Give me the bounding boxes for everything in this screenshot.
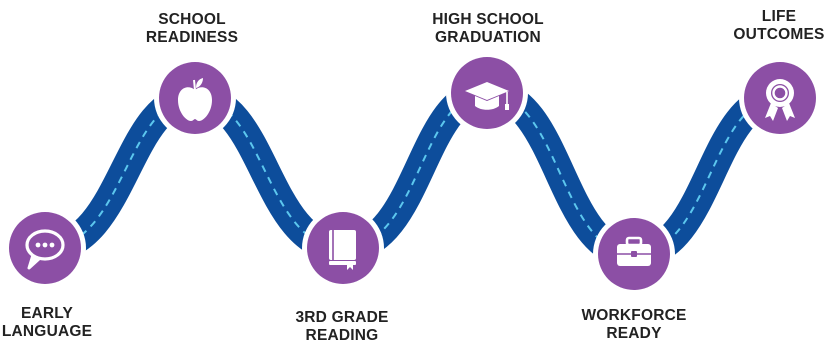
road-band <box>43 77 782 270</box>
label-life-outcomes: LIFE OUTCOMES <box>733 8 825 43</box>
label-school-readiness: SCHOOL READINESS <box>145 11 239 46</box>
milestone-circle <box>9 212 81 284</box>
label-high-school-graduation: HIGH SCHOOL GRADUATION <box>432 11 544 46</box>
milestone-workforce-ready <box>593 213 675 295</box>
award-ribbon-icon <box>765 79 795 121</box>
apple-icon <box>178 78 212 121</box>
book-icon <box>329 230 356 270</box>
milestone-school-readiness <box>154 57 236 139</box>
milestone-3rd-grade-reading <box>302 207 384 289</box>
milestone-high-school-graduation <box>446 52 528 134</box>
speech-bubble-icon <box>25 229 65 270</box>
milestone-life-outcomes <box>739 57 821 139</box>
label-workforce-ready: WORKFORCE READY <box>581 307 687 342</box>
milestone-early-language <box>4 207 86 289</box>
graduation-cap-icon <box>465 82 509 110</box>
label-3rd-grade-reading: 3RD GRADE READING <box>295 309 389 344</box>
label-early-language: EARLY LANGUAGE <box>1 305 93 340</box>
briefcase-icon <box>617 236 651 266</box>
